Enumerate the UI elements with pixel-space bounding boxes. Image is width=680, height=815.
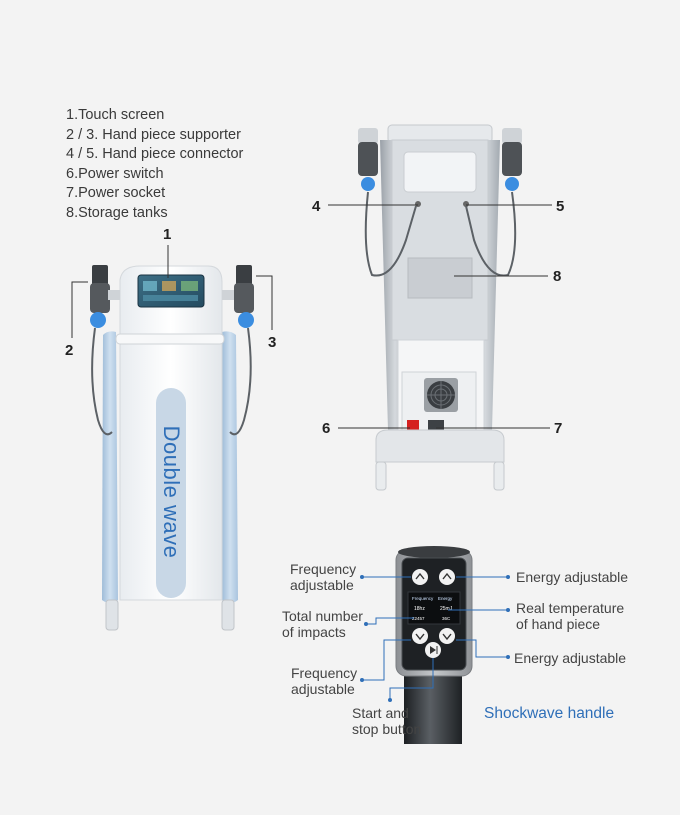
handle-callout-lines <box>362 576 508 700</box>
back-hand-piece-left <box>358 128 378 191</box>
front-device <box>90 265 254 631</box>
label-energy-up: Energy adjustable <box>516 569 629 585</box>
label-start-stop-line1: Start and <box>352 705 409 721</box>
legend-item-hand-piece-supporter: 2 / 3. Hand piece supporter <box>66 126 241 143</box>
hand-piece-left <box>90 265 120 328</box>
storage-tank <box>407 257 473 299</box>
handle-title: Shockwave handle <box>484 705 615 722</box>
back-wheel-right <box>493 461 505 491</box>
label-total-impacts-line2: of impacts <box>282 624 346 640</box>
legend-item-hand-piece-connector: 4 / 5. Hand piece connector <box>66 146 244 162</box>
back-hand-piece-right <box>502 128 522 191</box>
energy-down-button[interactable] <box>439 628 455 644</box>
label-frequency-up-line1: Frequency <box>290 561 357 577</box>
callout-number-8: 8 <box>553 268 562 285</box>
legend-item-storage-tanks: 8.Storage tanks <box>66 204 168 221</box>
handle-callout-dots <box>360 575 510 702</box>
legend-item-touch-screen: 1.Touch screen <box>66 107 165 123</box>
label-total-impacts-line1: Total number <box>282 608 363 624</box>
cable-left <box>91 327 113 436</box>
callout-number-2: 2 <box>65 342 74 359</box>
back-cable-left <box>364 191 417 277</box>
energy-up-button[interactable] <box>439 569 455 585</box>
chevron-up-icon <box>415 572 425 580</box>
label-temperature-line1: Real temperature <box>516 600 625 616</box>
legend-item-power-switch: 6.Power switch <box>66 165 164 182</box>
display-impacts-value: 22457 <box>412 616 425 621</box>
screen-widget <box>143 295 198 301</box>
callout-number-6: 6 <box>322 420 331 437</box>
callout-number-1: 1 <box>163 226 172 243</box>
callout-number-5: 5 <box>556 198 565 215</box>
right-side-panel <box>222 331 238 603</box>
back-base <box>375 429 505 463</box>
screen-widget <box>143 281 157 291</box>
back-cable-right <box>465 191 517 277</box>
callout-number-7: 7 <box>554 420 563 437</box>
cable-right <box>229 327 252 436</box>
label-start-stop-line2: stop button <box>352 721 422 737</box>
label-frequency-down-line1: Frequency <box>291 665 358 681</box>
frequency-down-button[interactable] <box>412 628 428 644</box>
frequency-up-button[interactable] <box>412 569 428 585</box>
brand-pill <box>156 388 186 598</box>
chevron-down-icon <box>415 633 425 641</box>
callout-number-4: 4 <box>312 198 321 215</box>
front-crossbar <box>115 333 225 345</box>
chevron-down-icon <box>442 633 452 641</box>
back-device <box>358 124 522 491</box>
display-header-left: Frequency <box>412 596 434 601</box>
screen-widget <box>181 281 198 291</box>
handle-closeup: Frequency Energy 18hz 25mJ 22457 36C <box>395 546 473 744</box>
display-frequency-value: 18hz <box>414 606 425 612</box>
front-wheel-left <box>105 599 119 631</box>
handle-display <box>407 591 461 625</box>
hand-piece-right <box>222 265 254 328</box>
chevron-up-icon <box>442 572 452 580</box>
display-header-right: Energy <box>438 596 453 601</box>
brand-text: Double wave <box>159 425 184 559</box>
callout-line-3 <box>256 275 273 330</box>
legend: 1.Touch screen 2 / 3. Hand piece support… <box>66 106 243 223</box>
play-pause-icon <box>430 646 436 654</box>
callout-line-2 <box>71 281 88 338</box>
front-wheel-right <box>221 599 235 631</box>
back-wheel-left <box>375 461 387 491</box>
callout-number-3: 3 <box>268 334 277 351</box>
label-temperature-line2: of hand piece <box>516 616 601 632</box>
handle-top <box>398 546 470 558</box>
legend-item-power-socket: 7.Power socket <box>66 185 166 201</box>
screen-widget <box>162 281 176 291</box>
display-energy-value: 25mJ <box>440 606 453 612</box>
back-window <box>403 151 477 193</box>
label-frequency-up-line2: adjustable <box>290 577 354 593</box>
label-frequency-down-line2: adjustable <box>291 681 355 697</box>
label-energy-down: Energy adjustable <box>514 650 627 666</box>
display-temperature-value: 36C <box>442 616 451 621</box>
left-side-panel <box>102 331 118 603</box>
